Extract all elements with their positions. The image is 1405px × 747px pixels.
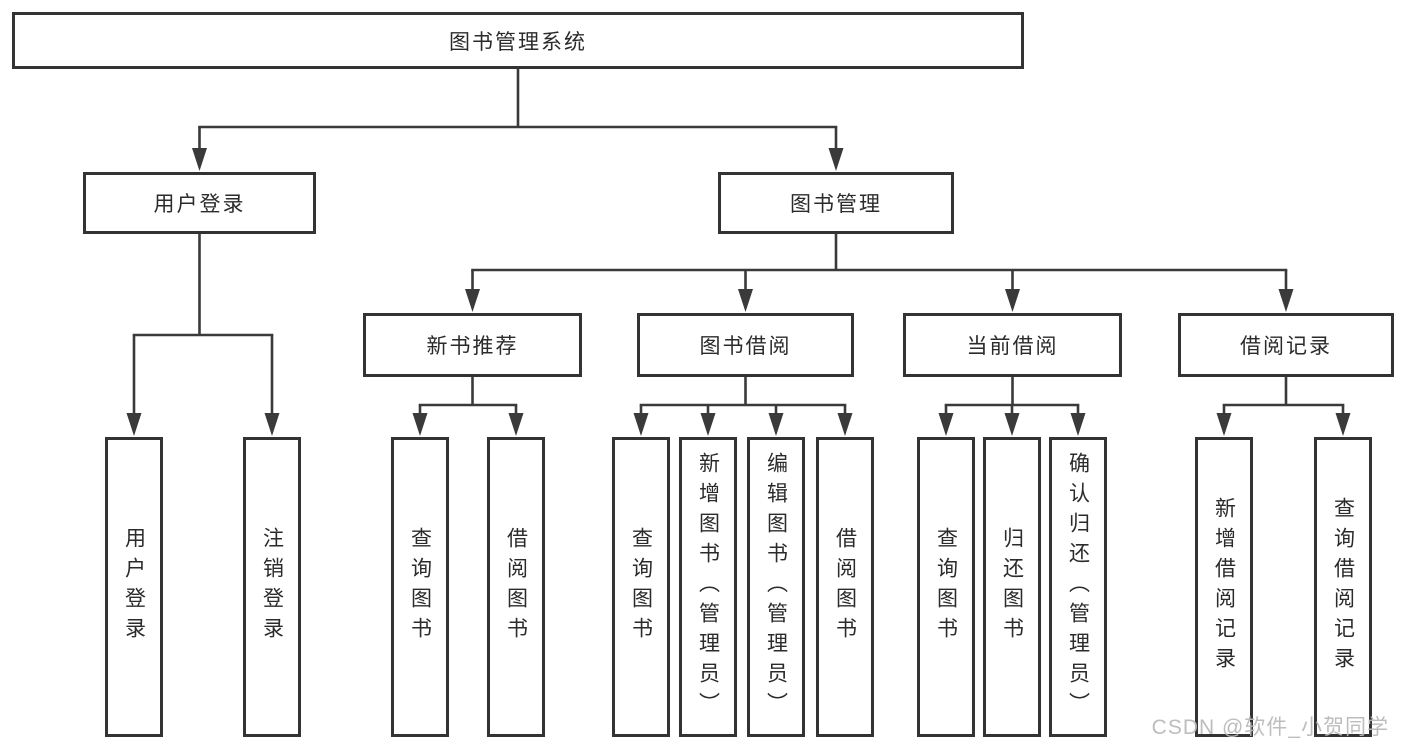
leaf-current-confirm-return-admin: 确认归还（管理员） — [1049, 437, 1107, 737]
node-label: 新增图书（管理员） — [696, 452, 720, 722]
node-label: 用户登录 — [153, 193, 246, 216]
node-label: 查询借阅记录 — [1331, 497, 1355, 677]
leaf-logout: 注销登录 — [243, 437, 301, 737]
node-label: 图书借阅 — [699, 335, 792, 358]
leaf-borrowing-add-book-admin: 新增图书（管理员） — [679, 437, 737, 737]
node-label: 图书管理 — [790, 193, 882, 216]
node-label: 图书管理系统 — [449, 30, 587, 54]
leaf-borrowing-borrow-book: 借阅图书 — [816, 437, 874, 737]
node-label: 借阅记录 — [1240, 335, 1332, 358]
node-label: 借阅图书 — [504, 527, 528, 647]
node-user-login: 用户登录 — [83, 172, 316, 234]
node-label: 用户登录 — [122, 527, 146, 647]
leaf-records-query-record: 查询借阅记录 — [1314, 437, 1372, 737]
node-label: 归还图书 — [1000, 527, 1024, 647]
leaf-borrowing-edit-book-admin: 编辑图书（管理员） — [747, 437, 805, 737]
arrowheads — [126, 148, 1351, 436]
node-book-borrowing: 图书借阅 — [637, 313, 854, 377]
node-label: 查询图书 — [934, 527, 958, 647]
leaf-newbooks-query-book: 查询图书 — [391, 437, 449, 737]
leaf-user-login: 用户登录 — [105, 437, 163, 737]
leaf-records-add-record: 新增借阅记录 — [1195, 437, 1253, 737]
node-label: 当前借阅 — [966, 335, 1059, 358]
csdn-watermark: CSDN @软件_小贺同学 — [1151, 716, 1389, 739]
node-borrow-records: 借阅记录 — [1178, 313, 1394, 377]
node-label: 确认归还（管理员） — [1066, 452, 1090, 722]
leaf-current-query-book: 查询图书 — [917, 437, 975, 737]
leaf-newbooks-borrow-book: 借阅图书 — [487, 437, 545, 737]
node-label: 编辑图书（管理员） — [764, 452, 788, 722]
node-label: 新增借阅记录 — [1212, 497, 1236, 677]
node-current-borrowing: 当前借阅 — [903, 313, 1122, 377]
node-book-management: 图书管理 — [718, 172, 954, 234]
leaf-borrowing-query-book: 查询图书 — [612, 437, 670, 737]
node-library-system: 图书管理系统 — [12, 12, 1024, 69]
node-label: 查询图书 — [408, 527, 432, 647]
node-label: 借阅图书 — [833, 527, 857, 647]
leaf-current-return-book: 归还图书 — [983, 437, 1041, 737]
node-new-book-recommend: 新书推荐 — [363, 313, 582, 377]
node-label: 注销登录 — [260, 527, 284, 647]
node-label: 新书推荐 — [426, 335, 519, 358]
node-label: 查询图书 — [629, 527, 653, 647]
